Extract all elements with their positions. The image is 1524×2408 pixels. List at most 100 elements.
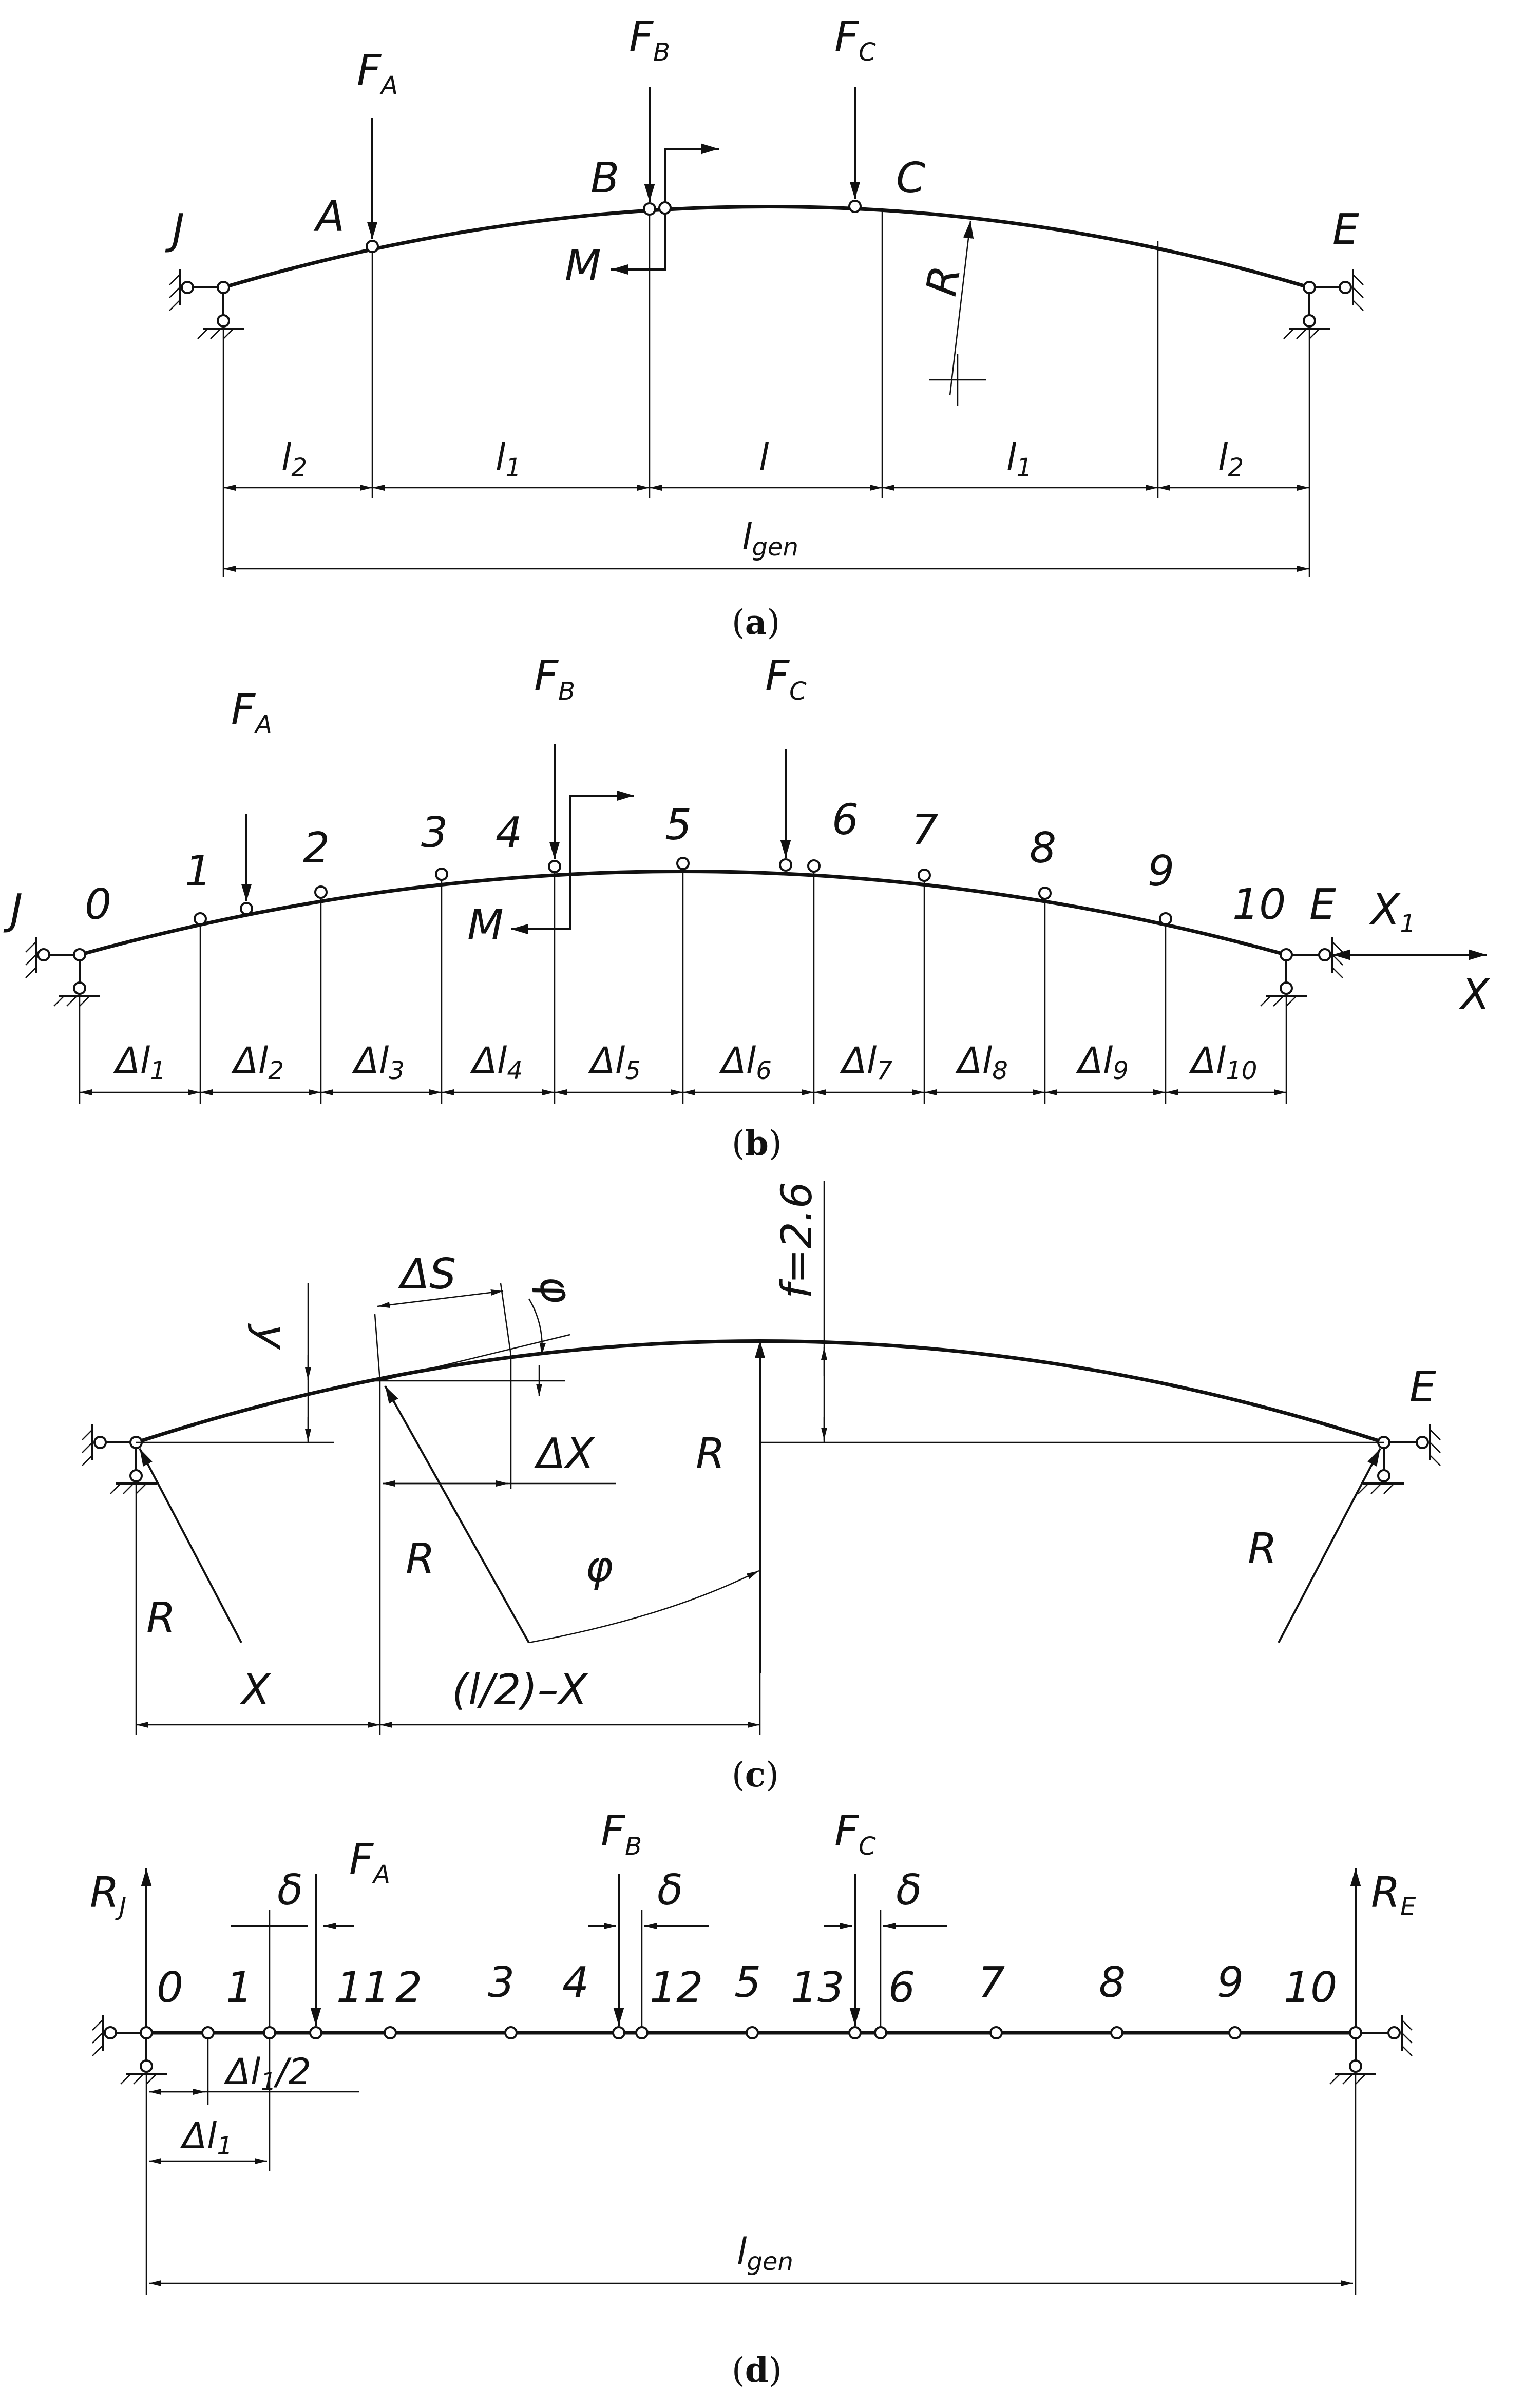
dim-l-a: l	[759, 436, 769, 478]
seg-2-b: Δl2	[231, 1039, 284, 1085]
node-label-3-b: 3	[421, 808, 448, 857]
dim-l1-right-a: l1	[1006, 436, 1032, 482]
label-delta2-d: δ	[657, 1866, 683, 1915]
label-x-b: X	[1459, 970, 1491, 1019]
dim-l1-left-a: l1	[496, 436, 521, 482]
panel-b: 0 1 2 3 4 5 6 7 8 9 10 J E M X1 X FA FB …	[3, 652, 1491, 1163]
label-phi-small-c: φ	[529, 1272, 582, 1307]
force-fa-label-d: FA	[349, 1835, 390, 1889]
support-j-b	[25, 937, 100, 1007]
force-fa-label-b: FA	[231, 685, 272, 739]
node-label-11-d: 11	[336, 1963, 390, 2012]
node-a-a	[366, 240, 379, 253]
seg-9-b: Δl9	[1076, 1039, 1129, 1085]
node-label-0-b: 0	[85, 880, 111, 929]
label-y-c: y	[246, 1323, 295, 1350]
label-r-left-c: R	[146, 1594, 176, 1643]
seg-10-b: Δl10	[1189, 1039, 1257, 1085]
caption-a: (a)	[732, 602, 780, 642]
label-j-b: J	[3, 885, 23, 934]
dim-l2-right-a: l2	[1218, 436, 1244, 482]
support-e-c	[1358, 1424, 1441, 1494]
node-b2-a	[658, 201, 672, 215]
label-c-a: C	[896, 154, 925, 203]
panel-a: J A B C E M R FA FB FC l2 l1 l l1 l2 lge…	[165, 13, 1364, 642]
label-delta3-d: δ	[896, 1866, 922, 1915]
force-fb-label-a: FB	[629, 13, 670, 67]
force-fb-label-b: FB	[534, 652, 575, 706]
force-fc-label-a: FC	[834, 13, 876, 67]
node-label-1-d: 1	[226, 1963, 253, 2012]
node-label-7-d: 7	[978, 1958, 1005, 2007]
label-dl1-d: Δl1	[180, 2115, 233, 2161]
force-fa-label-a: FA	[357, 46, 398, 100]
label-half-c: (l/2)–X	[452, 1666, 588, 1715]
node-b1-a	[643, 202, 656, 216]
label-delta1-d: δ	[277, 1866, 303, 1915]
label-e-c: E	[1409, 1363, 1436, 1412]
support-e-b	[1260, 937, 1343, 1007]
label-x-c: X	[239, 1666, 271, 1715]
label-ds-c: ΔS	[397, 1250, 456, 1299]
support-e-d	[1329, 2015, 1413, 2085]
label-e-b: E	[1309, 880, 1336, 929]
node-label-13-d: 13	[791, 1963, 844, 2012]
label-f-c: f=2.6	[773, 1182, 822, 1299]
dim-l2-left-a: l2	[281, 436, 307, 482]
node-label-2-b: 2	[303, 824, 330, 873]
seg-6-b: Δl6	[719, 1039, 772, 1085]
node-label-8-d: 8	[1099, 1958, 1126, 2007]
node-label-10-d: 10	[1284, 1963, 1337, 2012]
moment-lower-arrow-a	[611, 214, 666, 275]
node-label-9-b: 9	[1148, 847, 1174, 896]
label-r-right-c: R	[1248, 1525, 1277, 1573]
label-dx-c: ΔX	[534, 1430, 595, 1478]
node-label-5-b: 5	[665, 801, 692, 850]
panel-d: 0 1 11 2 3 4 12 5 13 6 7 8 9 10 RJ RE FA…	[90, 1807, 1416, 2390]
support-j-a	[169, 269, 244, 339]
panel-c: f=2.6 ΔS φ y ΔX R R R R E φ X (l/2)–X (c…	[82, 1181, 1441, 1795]
node-label-6-b: 6	[832, 796, 859, 844]
label-m-a: M	[565, 241, 601, 290]
label-r-mid-c: R	[406, 1535, 435, 1584]
caption-c: (c)	[732, 1755, 779, 1795]
node-label-7-b: 7	[911, 806, 938, 855]
force-fc-label-d: FC	[834, 1807, 876, 1861]
support-e-a	[1283, 269, 1364, 339]
label-r-center-c: R	[696, 1430, 725, 1478]
node-label-6-d: 6	[888, 1963, 915, 2012]
label-a-a: A	[313, 192, 345, 241]
seg-3-b: Δl3	[352, 1039, 405, 1085]
node-label-12-d: 12	[650, 1963, 703, 2012]
force-fc-label-b: FC	[765, 652, 807, 706]
caption-d: (d)	[732, 2350, 782, 2390]
node-label-3-d: 3	[488, 1958, 515, 2007]
label-j-a: J	[165, 205, 184, 254]
node-c-a	[848, 200, 862, 213]
moment-upper-arrow-a	[664, 143, 719, 202]
node-label-5-d: 5	[734, 1958, 761, 2007]
node-label-9-d: 9	[1217, 1958, 1244, 2007]
node-label-0-d: 0	[157, 1963, 183, 2012]
force-fb-label-d: FB	[601, 1807, 642, 1861]
reaction-re-label-d: RE	[1371, 1868, 1416, 1921]
label-r-a: R	[917, 262, 970, 300]
node-label-4-d: 4	[562, 1958, 589, 2007]
label-half-dl-d: Δl1/2	[223, 2051, 311, 2096]
label-x1-b: X1	[1369, 885, 1416, 938]
node-label-2-d: 2	[395, 1963, 422, 2012]
reaction-rj-label-d: RJ	[90, 1868, 126, 1921]
support-j-d	[92, 2015, 167, 2085]
node-label-4-b: 4	[496, 808, 522, 857]
node-label-10-b: 10	[1232, 880, 1286, 929]
seg-1-b: Δl1	[113, 1039, 166, 1085]
caption-b: (b)	[732, 1123, 782, 1163]
label-e-a: E	[1332, 205, 1359, 254]
radius-arrow-a	[949, 220, 974, 396]
label-m-b: M	[467, 901, 504, 950]
dim-lgen-a: lgen	[742, 516, 798, 562]
label-lgen-d: lgen	[737, 2230, 793, 2276]
label-phi-c: φ	[585, 1543, 613, 1591]
label-b-a: B	[590, 154, 619, 203]
